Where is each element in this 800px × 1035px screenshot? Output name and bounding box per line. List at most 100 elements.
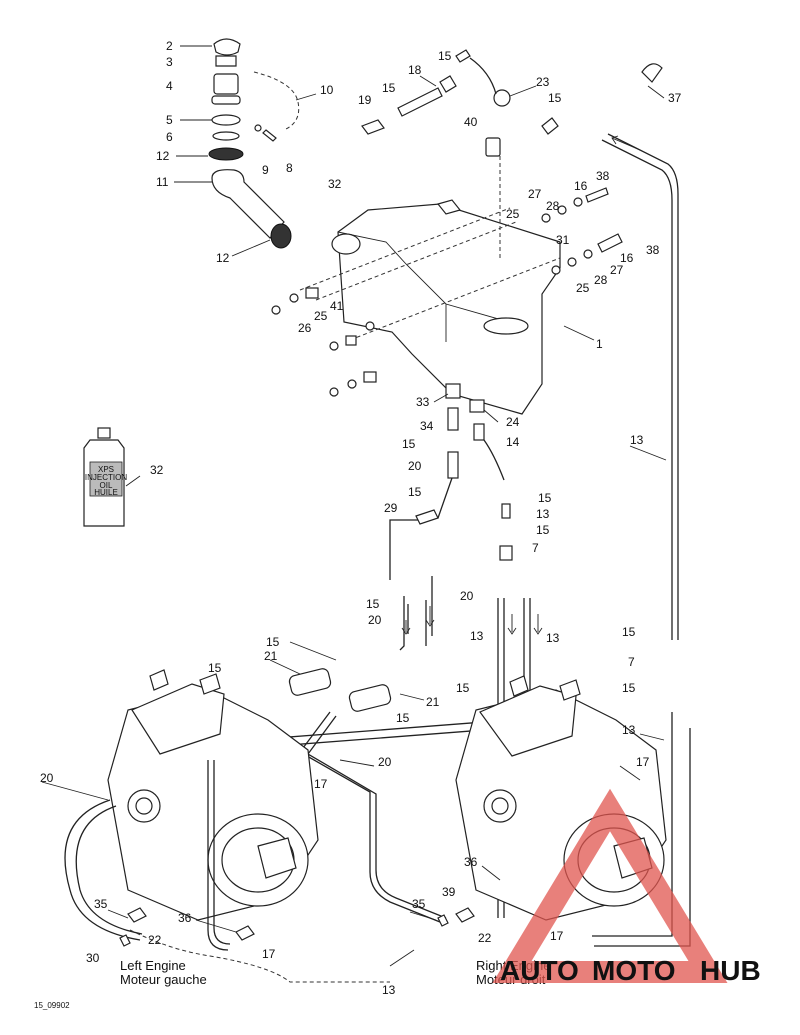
callout-17-b: 17 <box>636 755 650 769</box>
oil-tank <box>299 137 561 415</box>
callout-15-b: 15 <box>438 49 452 63</box>
callout-15-d: 15 <box>402 437 416 451</box>
callout-20-b: 20 <box>460 589 474 603</box>
filler-assembly <box>208 38 300 249</box>
callout-15-c: 15 <box>548 91 562 105</box>
callout-34: 34 <box>420 419 434 433</box>
oil-bottle: XPS INJECTION OIL HUILE <box>83 427 127 527</box>
callout-35-b: 35 <box>412 897 426 911</box>
callout-15-i: 15 <box>266 635 280 649</box>
callout-13-e: 13 <box>622 723 636 737</box>
callout-35: 35 <box>94 897 108 911</box>
callout-12: 12 <box>156 149 170 163</box>
callout-16: 16 <box>574 179 588 193</box>
callout-38-b: 38 <box>646 243 660 257</box>
callout-36: 36 <box>464 855 478 869</box>
callout-25-b: 25 <box>576 281 590 295</box>
watermark-moto: MOTO <box>592 955 675 986</box>
left-engine-caption-fr: Moteur gauche <box>120 972 207 987</box>
callout-36-b: 36 <box>178 911 192 925</box>
callout-21: 21 <box>264 649 278 663</box>
bottle-line-2: INJECTION <box>85 473 127 482</box>
callout-2: 2 <box>166 39 173 53</box>
callout-37: 37 <box>668 91 682 105</box>
callout-13-f: 13 <box>382 983 396 997</box>
watermark-auto: AUTO <box>500 955 579 986</box>
callout-32-b: 32 <box>150 463 164 477</box>
callout-13: 13 <box>630 433 644 447</box>
callout-3: 3 <box>166 55 173 69</box>
callout-11: 11 <box>156 175 169 189</box>
callout-13-d: 13 <box>546 631 560 645</box>
callout-17-c: 17 <box>262 947 276 961</box>
bottle-line-4: HUILE <box>94 488 118 497</box>
callout-15-n: 15 <box>622 681 636 695</box>
callout-24: 24 <box>506 415 520 429</box>
callout-1: 1 <box>596 337 603 351</box>
callout-18: 18 <box>408 63 422 77</box>
callout-15-m: 15 <box>622 625 636 639</box>
callout-15-k: 15 <box>456 681 470 695</box>
callout-6: 6 <box>166 130 173 144</box>
callout-30: 30 <box>86 951 100 965</box>
callout-22: 22 <box>148 933 162 947</box>
callout-17: 17 <box>314 777 328 791</box>
bottle-line-1: XPS <box>98 465 114 474</box>
vent-assembly <box>361 49 663 135</box>
callout-41: 41 <box>330 299 344 313</box>
callout-20-c: 20 <box>368 613 382 627</box>
bottle-line-3: OIL <box>100 481 113 490</box>
callout-numbers: 2 3 4 5 6 12 11 9 8 10 12 32 19 15 18 15… <box>40 39 682 997</box>
callout-14: 14 <box>506 435 520 449</box>
callout-19: 19 <box>358 93 372 107</box>
callout-39: 39 <box>442 885 456 899</box>
callout-15-e: 15 <box>408 485 422 499</box>
callout-15: 15 <box>382 81 396 95</box>
callout-7: 7 <box>532 541 539 555</box>
left-engine <box>64 669 390 983</box>
callout-12-b: 12 <box>216 251 230 265</box>
engine-captions: Left Engine Moteur gauche Right Engine M… <box>120 958 550 987</box>
callout-15-h: 15 <box>538 491 552 505</box>
callout-33: 33 <box>416 395 430 409</box>
callout-22-b: 22 <box>478 931 492 945</box>
callout-15-j: 15 <box>208 661 222 675</box>
left-engine-caption-en: Left Engine <box>120 958 186 973</box>
callout-20-e: 20 <box>378 755 392 769</box>
callout-32: 32 <box>328 177 342 191</box>
callout-16-b: 16 <box>620 251 634 265</box>
callout-27-b: 27 <box>610 263 624 277</box>
callout-9: 9 <box>262 163 269 177</box>
watermark-hub: HUB <box>700 955 761 986</box>
callout-5: 5 <box>166 113 173 127</box>
callout-15-f: 15 <box>536 523 550 537</box>
callout-7-b: 7 <box>628 655 635 669</box>
callout-20-d: 20 <box>40 771 54 785</box>
callout-28: 28 <box>546 199 560 213</box>
callout-26: 26 <box>298 321 312 335</box>
callout-31: 31 <box>556 233 570 247</box>
callout-8: 8 <box>286 161 293 175</box>
callout-25-c: 25 <box>314 309 328 323</box>
callout-25: 25 <box>506 207 520 221</box>
mounting-hardware <box>271 187 623 397</box>
callout-29: 29 <box>384 501 398 515</box>
callout-23: 23 <box>536 75 550 89</box>
callout-4: 4 <box>166 79 173 93</box>
callout-15-g: 15 <box>366 597 380 611</box>
callout-17-d: 17 <box>550 929 564 943</box>
callout-40: 40 <box>464 115 478 129</box>
callout-15-l: 15 <box>396 711 410 725</box>
callout-38: 38 <box>596 169 610 183</box>
callout-21-b: 21 <box>426 695 440 709</box>
reference-code: 15_09902 <box>34 1001 70 1010</box>
callout-28-b: 28 <box>594 273 608 287</box>
callout-20: 20 <box>408 459 422 473</box>
callout-10: 10 <box>320 83 334 97</box>
callout-13-c: 13 <box>470 629 484 643</box>
watermark-logo: AUTO MOTO HUB <box>492 788 761 986</box>
callout-13-b: 13 <box>536 507 550 521</box>
callout-27: 27 <box>528 187 542 201</box>
leader-lines <box>41 45 667 967</box>
